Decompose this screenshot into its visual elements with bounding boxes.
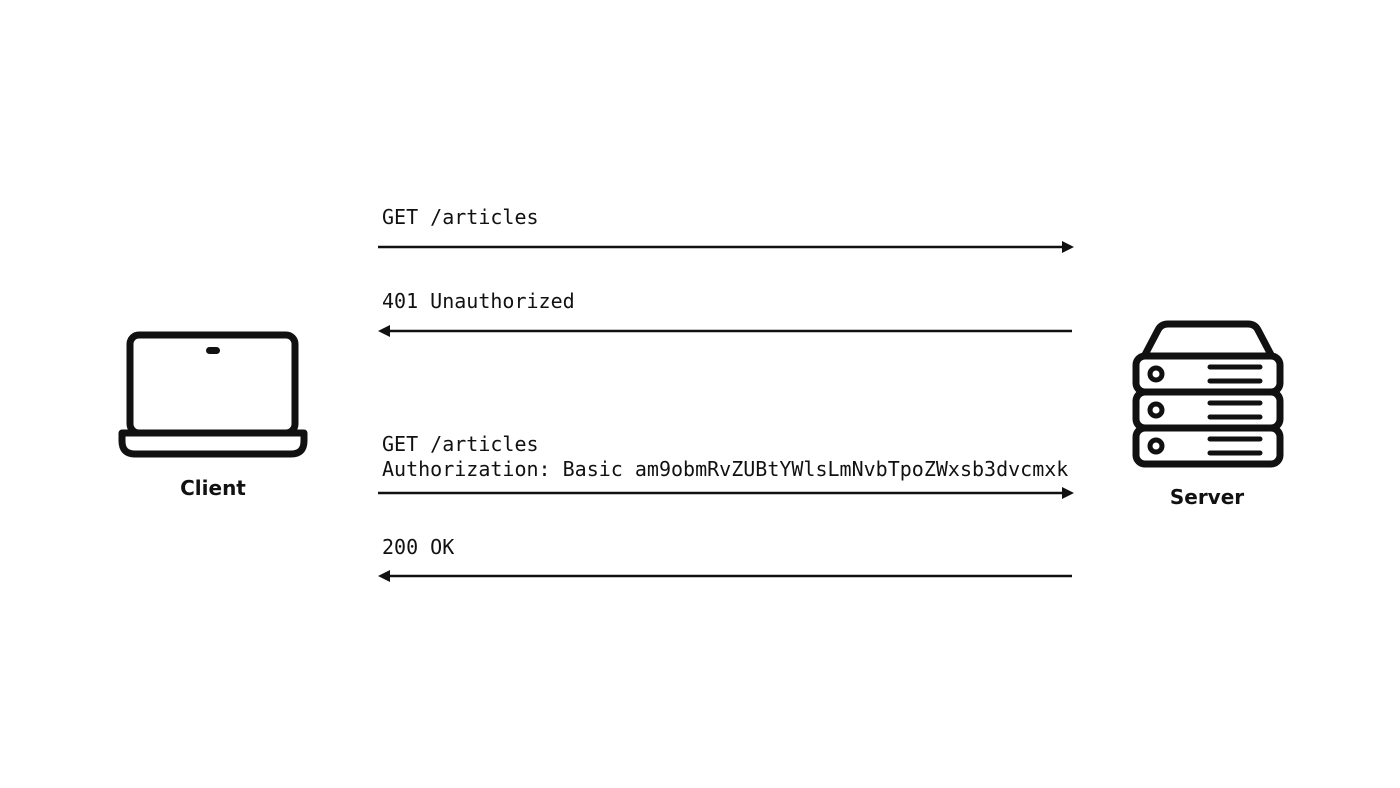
server-label: Server <box>1169 485 1245 509</box>
message-4-label: 200 OK <box>382 535 455 559</box>
client-label: Client <box>180 476 246 500</box>
message-1-label: GET /articles <box>382 205 539 229</box>
message-3-label-line-1: GET /articles <box>382 432 539 456</box>
server-icon <box>1132 320 1284 468</box>
response-arrow-2 <box>378 570 1072 582</box>
request-arrow-1 <box>378 241 1074 253</box>
message-3-label-line-2: Authorization: Basic am9obmRvZUBtYWlsLmN… <box>382 457 1069 481</box>
response-arrow-1 <box>378 325 1072 337</box>
laptop-icon <box>118 331 308 458</box>
message-2-label: 401 Unauthorized <box>382 289 575 313</box>
request-arrow-2 <box>378 487 1074 499</box>
